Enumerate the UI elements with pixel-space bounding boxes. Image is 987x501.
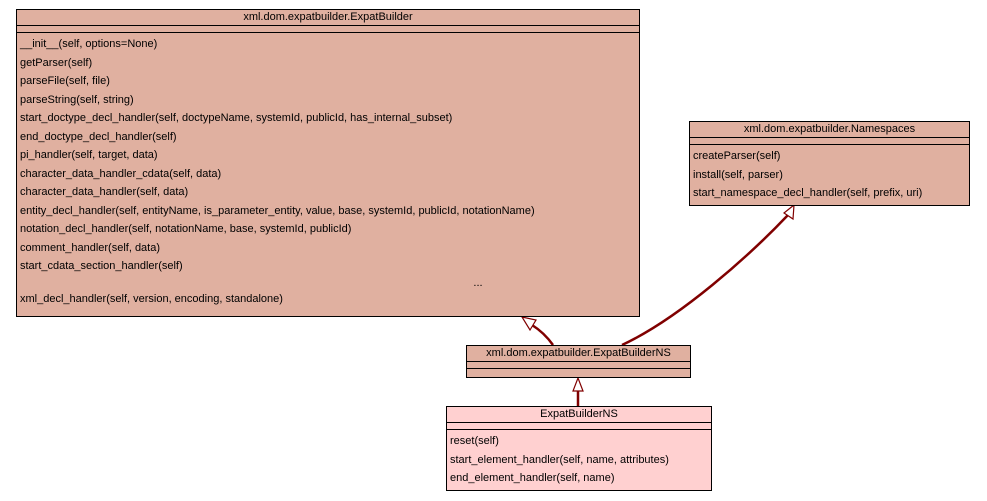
class-expatbuilderns-base: xml.dom.expatbuilder.ExpatBuilderNS xyxy=(466,345,691,378)
class-title: xml.dom.expatbuilder.ExpatBuilderNS xyxy=(467,346,690,362)
method: __init__(self, options=None) xyxy=(20,38,158,50)
method: start_namespace_decl_handler(self, prefi… xyxy=(693,187,923,199)
method: start_doctype_decl_handler(self, doctype… xyxy=(20,112,453,124)
edge-expatbuilderns-to-expatbuilder xyxy=(531,323,555,346)
attributes-compartment xyxy=(17,26,639,33)
method: start_element_handler(self, name, attrib… xyxy=(450,453,669,466)
method: end_doctype_decl_handler(self) xyxy=(20,130,177,143)
method: notation_decl_handler(self, notationName… xyxy=(20,223,352,235)
methods-compartment: reset(self) start_element_handler(self, … xyxy=(447,430,711,488)
method: parseFile(self, file) xyxy=(20,75,110,87)
attributes-compartment xyxy=(447,423,711,430)
arrowhead-expatbuilder xyxy=(520,316,537,332)
method: parseString(self, string) xyxy=(20,93,134,106)
method: entity_decl_handler(self, entityName, is… xyxy=(20,204,535,217)
methods-compartment: __init__(self, options=None) getParser(s… xyxy=(17,33,639,308)
class-title: xml.dom.expatbuilder.Namespaces xyxy=(690,122,969,138)
ellipsis: ... xyxy=(473,276,483,289)
methods-compartment xyxy=(467,369,690,376)
edge-expatbuilderns-to-namespaces xyxy=(621,214,789,347)
class-expatbuilderns: ExpatBuilderNS reset(self) start_element… xyxy=(446,406,712,491)
class-title: ExpatBuilderNS xyxy=(447,407,711,423)
methods-compartment: createParser(self) install(self, parser)… xyxy=(690,145,969,203)
method: start_cdata_section_handler(self) xyxy=(20,260,183,272)
method: end_element_handler(self, name) xyxy=(450,472,615,484)
arrowhead-base xyxy=(572,376,584,392)
method: createParser(self) xyxy=(693,150,781,162)
arrowhead-namespaces xyxy=(782,203,795,221)
method: pi_handler(self, target, data) xyxy=(20,149,158,161)
method: comment_handler(self, data) xyxy=(20,241,161,254)
method: character_data_handler_cdata(self, data) xyxy=(20,167,222,180)
method: install(self, parser) xyxy=(693,168,783,181)
attributes-compartment xyxy=(690,138,969,145)
class-namespaces: xml.dom.expatbuilder.Namespaces createPa… xyxy=(689,121,970,206)
method: getParser(self) xyxy=(20,56,93,69)
class-expatbuilder: xml.dom.expatbuilder.ExpatBuilder __init… xyxy=(16,9,640,317)
attributes-compartment xyxy=(467,362,690,369)
method: character_data_handler(self, data) xyxy=(20,186,189,198)
method: xml_decl_handler(self, version, encoding… xyxy=(20,292,283,305)
class-title: xml.dom.expatbuilder.ExpatBuilder xyxy=(17,10,639,26)
method: reset(self) xyxy=(450,435,499,447)
